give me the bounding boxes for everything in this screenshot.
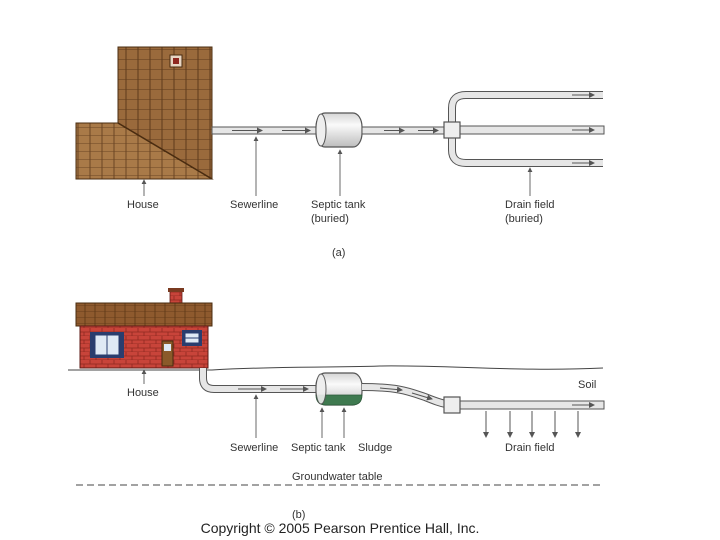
label-house-b: House: [127, 387, 159, 399]
drain-field-b: [443, 396, 605, 438]
label-sewerline-b: Sewerline: [230, 442, 278, 454]
label-sludge: Sludge: [358, 442, 392, 454]
label-drain-field-buried-a: (buried): [505, 213, 543, 225]
door: [161, 340, 174, 367]
septic-tank-b: [315, 372, 363, 406]
drain-field-a: [443, 91, 605, 167]
panel-b: House Soil Sewerline Septic tank Sludge …: [68, 288, 605, 521]
label-groundwater-table: Groundwater table: [292, 471, 383, 483]
label-septic-tank-a: Septic tank: [311, 199, 366, 211]
panel-label-b: (b): [292, 509, 305, 521]
copyright-notice: Copyright © 2005 Pearson Prentice Hall, …: [200, 520, 480, 536]
house-roof-b: [75, 302, 213, 327]
sewer-line-b: [199, 368, 318, 393]
label-septic-tank-b: Septic tank: [291, 442, 346, 454]
label-drain-field-b: Drain field: [505, 442, 555, 454]
label-drain-field-a: Drain field: [505, 199, 555, 211]
label-sewerline-a: Sewerline: [230, 199, 278, 211]
window-left: [90, 332, 124, 358]
window-right: [182, 330, 202, 346]
chimney-b: [169, 289, 183, 305]
soil-surface: [68, 365, 604, 371]
septic-tank-a: [315, 112, 363, 148]
panel-label-a: (a): [332, 247, 345, 259]
sludge-layer: [315, 394, 363, 406]
panel-a: House Sewerline Septic tank (buried) Dra…: [75, 46, 605, 259]
label-septic-tank-buried-a: (buried): [311, 213, 349, 225]
house-side-view: [75, 288, 213, 369]
house-top-view: [75, 46, 214, 180]
label-house-a: House: [127, 199, 159, 211]
label-soil: Soil: [578, 379, 596, 391]
